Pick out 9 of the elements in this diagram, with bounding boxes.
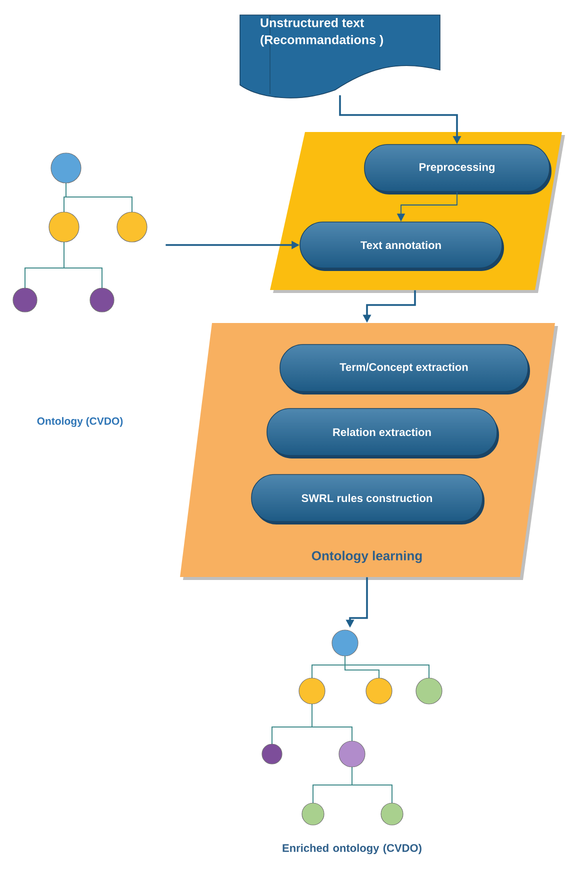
tree-drawing [12,152,148,312]
tree-drawing [262,630,442,826]
process-pill: Relation extraction [266,408,499,458]
process-pill: Term/Concept extraction [280,344,530,394]
label-text: Ontology (CVDO) [37,417,123,427]
process-pill: Preprocessing [364,144,552,194]
process-pill: Text annotation [300,222,504,271]
process-pill: SWRL rules construction [251,474,484,524]
node-label: Enriched ontology (CVDO) [282,844,422,854]
